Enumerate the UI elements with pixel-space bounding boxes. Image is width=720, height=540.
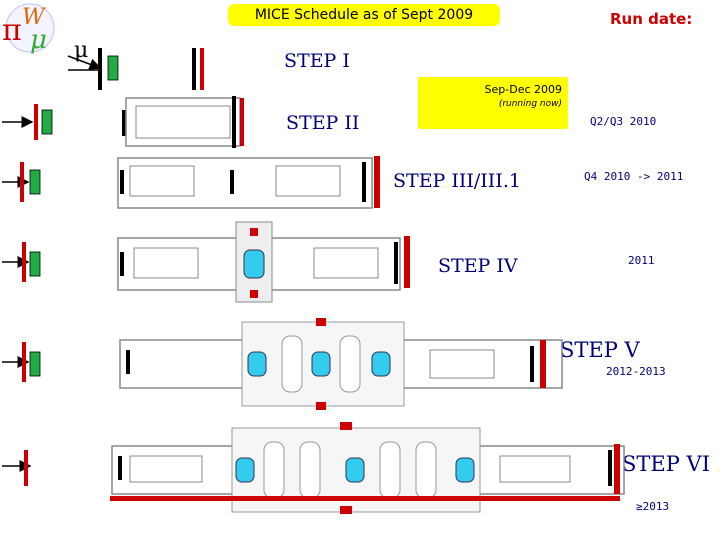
step-ii-label: STEP II (286, 112, 360, 134)
step-v-drawing (2, 318, 563, 410)
run-date-label: Run date: (610, 10, 693, 28)
status-box: Sep-Dec 2009 (running now) (418, 77, 568, 129)
pi-glyph: π (2, 13, 22, 48)
date-step-vi: ≥2013 (636, 500, 670, 513)
mice-logo: π W μ (2, 3, 55, 55)
date-step-iv: 2011 (628, 254, 655, 267)
beam-symbol: μ (74, 38, 89, 63)
w-glyph: W (22, 5, 47, 30)
date-step-v: 2012-2013 (606, 365, 666, 378)
date-step-iii: Q4 2010 -> 2011 (584, 170, 684, 183)
date-step-ii: Q2/Q3 2010 (590, 115, 657, 128)
status-note: (running now) (498, 99, 562, 109)
status-period: Sep-Dec 2009 (484, 83, 562, 96)
step-i-label: STEP I (284, 50, 350, 72)
step-iv-drawing (2, 221, 410, 303)
step-iii-label: STEP III/III.1 (393, 170, 521, 192)
step-i-drawing (67, 48, 204, 90)
mu-glyph: μ (30, 25, 47, 55)
step-iv-label: STEP IV (438, 255, 518, 277)
step-iii-drawing (2, 156, 380, 209)
step-vi-drawing (2, 422, 625, 514)
step-ii-drawing (2, 96, 244, 148)
step-v-label: STEP V (560, 338, 640, 362)
step-vi-label: STEP VI (622, 452, 710, 476)
page-title: MICE Schedule as of Sept 2009 (228, 4, 500, 26)
